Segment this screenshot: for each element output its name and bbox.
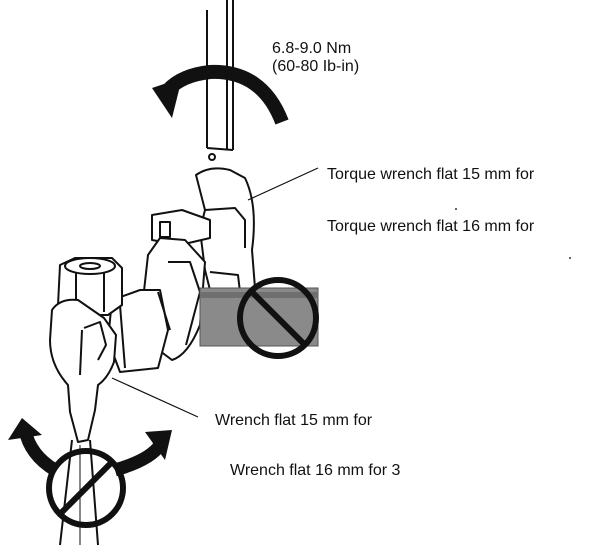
rotation-arrow-icon <box>152 64 289 125</box>
callout-wrench-15: Wrench flat 15 mm for <box>215 412 373 429</box>
callout-torque-wrench-16: Torque wrench flat 16 mm for <box>327 218 535 235</box>
torque-spec-metric: 6.8-9.0 Nm <box>272 40 352 57</box>
callout-wrench-16: Wrench flat 16 mm for 3 <box>230 462 401 479</box>
prohibited-icon <box>46 448 126 528</box>
open-end-wrench <box>49 298 117 546</box>
prohibited-icon <box>237 277 319 359</box>
leader-lines <box>111 167 319 418</box>
torque-spec-imperial: (60-80 Ib-in) <box>272 58 360 75</box>
callout-torque-wrench-15: Torque wrench flat 15 mm for <box>327 166 535 183</box>
